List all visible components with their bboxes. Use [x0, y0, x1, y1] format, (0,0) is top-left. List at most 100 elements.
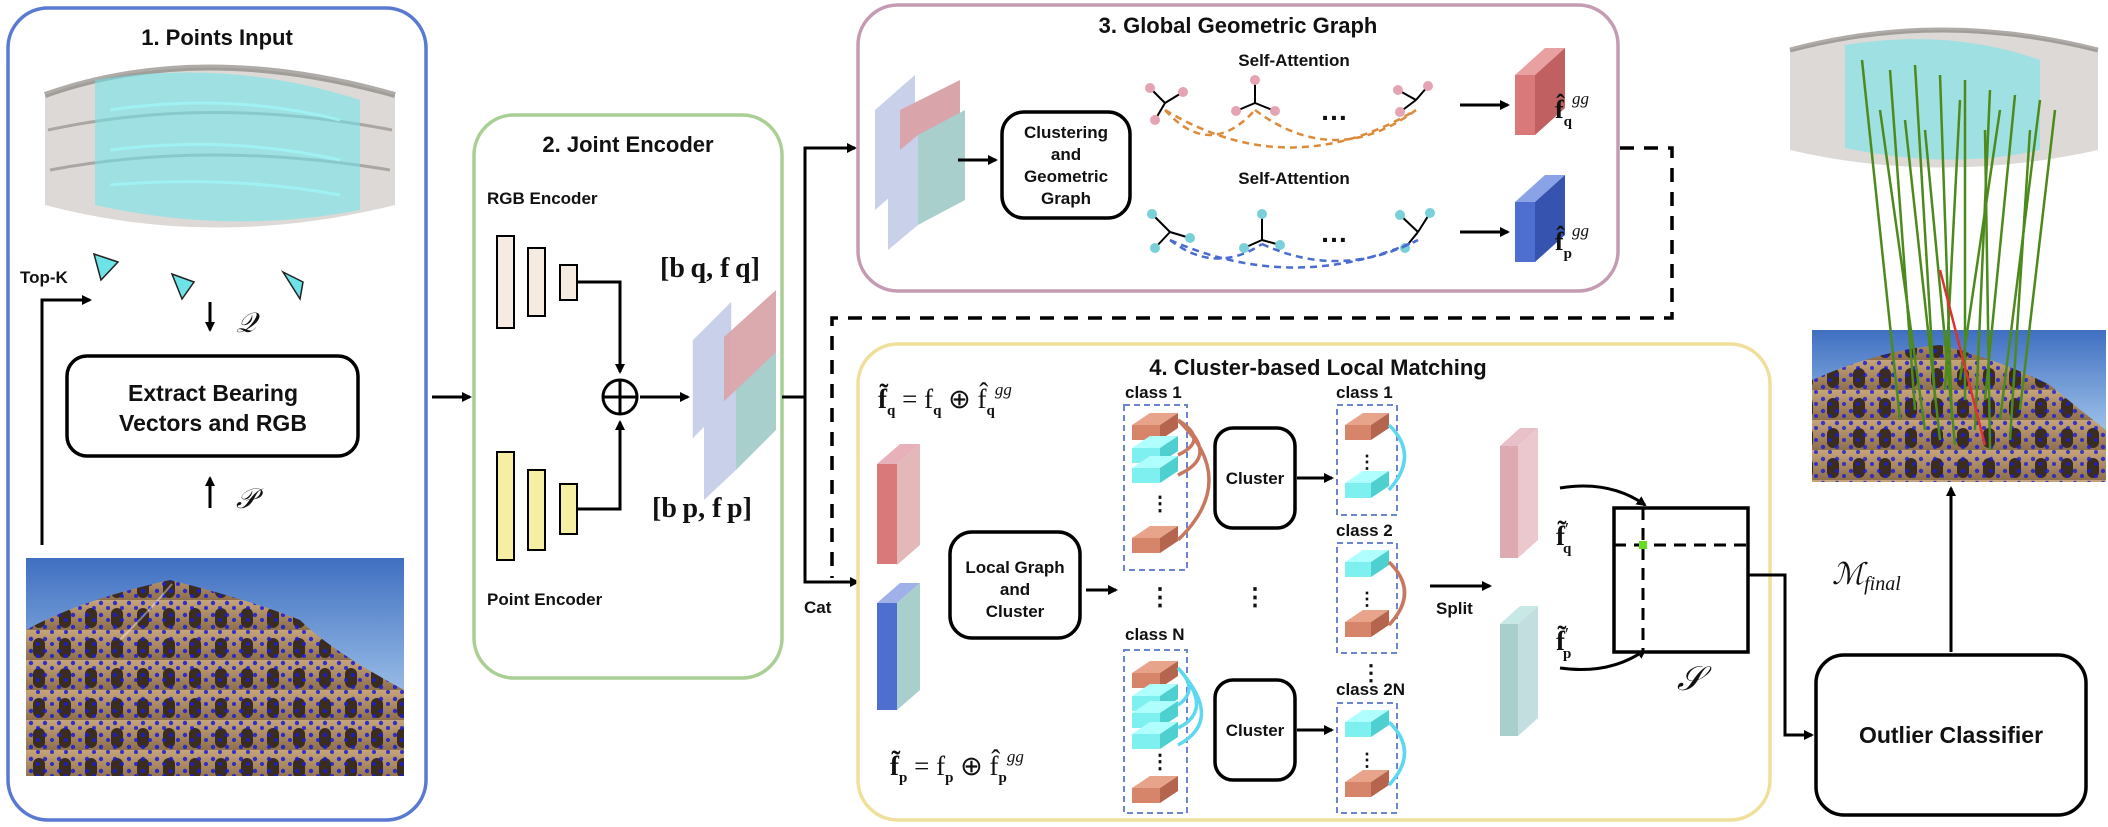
clustering-line-3: Geometric: [1024, 167, 1108, 186]
class-1-right-blocks: ⋮: [1345, 413, 1407, 498]
similarity-matrix: [1612, 506, 1750, 654]
outlier-classifier-box: [1814, 653, 2088, 817]
local-matching-title: 4. Cluster-based Local Matching: [1149, 355, 1486, 380]
fp-to-matrix-arrow: [1559, 648, 1647, 672]
pink-graph-nodes: [1149, 80, 1429, 121]
fq-gg-block: [1515, 48, 1565, 135]
to-global-arrow: [782, 143, 857, 399]
vertical-ellipsis-left: ⋮: [1148, 584, 1172, 611]
fq-gg-label: f̂qgg: [1555, 89, 1589, 130]
extract-bearing-box: [65, 354, 360, 458]
point-encoder-layer: [527, 469, 546, 551]
rgb-encoder-layer: [527, 247, 546, 317]
local-matching-panel: 4. Cluster-based Local Matching f̃q = fq…: [856, 342, 1772, 822]
ellipsis-2: …: [1320, 217, 1348, 248]
fp-prime-block: [1500, 606, 1538, 736]
fq-prime-block: [1500, 428, 1538, 558]
point-encoder-label: Point Encoder: [487, 590, 603, 609]
class-1-left-label: class 1: [1125, 383, 1182, 402]
cluster-top-label: Cluster: [1226, 469, 1285, 488]
point-to-fuse-arrow: [577, 420, 625, 511]
outlier-classifier-label: Outlier Classifier: [1859, 722, 2043, 748]
point-cloud-image: [43, 64, 396, 228]
local-graph-line-1: Local Graph: [965, 558, 1064, 577]
rgb-encoder-layer: [496, 235, 515, 329]
camera-triangle-icon: [170, 272, 196, 301]
s-symbol: 𝒮: [1677, 661, 1712, 698]
topk-arrow: [40, 295, 92, 545]
global-input-features: [875, 75, 965, 250]
vertical-ellipsis-right: ⋮: [1360, 660, 1382, 685]
global-graph-border: [856, 3, 1620, 293]
pink-attention-edges: [1164, 108, 1417, 149]
rgb-encoder-label: RGB Encoder: [487, 189, 598, 208]
cluster-bottom-label: Cluster: [1226, 721, 1285, 740]
global-graph-title: 3. Global Geometric Graph: [1099, 13, 1378, 38]
class-2-group: [1336, 542, 1398, 654]
local-graph-box: [948, 530, 1082, 640]
class-2n-blocks: ⋮: [1345, 710, 1407, 797]
clustering-box: [1000, 110, 1132, 220]
class-2-label: class 2: [1336, 521, 1393, 540]
fp-gg-label: f̂pgg: [1555, 221, 1589, 262]
local-graph-line-3: Cluster: [986, 602, 1045, 621]
vertical-ellipsis-mid: ⋮: [1243, 584, 1267, 611]
clustering-line-1: Clustering: [1024, 123, 1108, 142]
camera-triangle-icon: [92, 252, 120, 282]
local-q-features: [877, 444, 920, 565]
q-symbol: 𝒬: [236, 308, 260, 339]
rgb-to-fuse-arrow: [577, 280, 625, 374]
class-2n-group: [1336, 702, 1398, 814]
clustering-line-2: and: [1051, 145, 1081, 164]
m-final-label: ℳfinal: [1832, 558, 1901, 595]
class-1-right-group: [1336, 404, 1398, 516]
camera-triangle-icon: [280, 270, 304, 302]
match-cell-marker: [1639, 541, 1647, 549]
class-1-left-group: [1123, 404, 1188, 571]
global-graph-panel: 3. Global Geometric Graph Clustering and…: [856, 3, 1620, 293]
eq-q-label: f̃q = fq ⊕ f̂qgg: [878, 380, 1012, 419]
svg-text:⋮: ⋮: [1150, 751, 1170, 773]
svg-text:⋮: ⋮: [1358, 452, 1376, 472]
blue-graph-nodes: [1151, 212, 1431, 249]
class-n-label: class N: [1125, 625, 1185, 644]
joint-encoder-title: 2. Joint Encoder: [542, 132, 714, 157]
self-attention-label-2: Self-Attention: [1238, 169, 1349, 188]
class-2n-label: class 2N: [1336, 680, 1405, 699]
eq-p-label: f̃p = fp ⊕ f̂pgg: [890, 747, 1024, 786]
colosseum-photo: [26, 558, 404, 776]
cluster-box-bottom: [1213, 678, 1297, 782]
rgb-encoder-layer: [559, 264, 578, 301]
fp-gg-block: [1515, 175, 1565, 262]
global-to-local-dashed: [830, 146, 1674, 578]
local-matching-border: [856, 342, 1772, 822]
topk-label: Top-K: [20, 268, 69, 287]
cat-label: Cat: [804, 598, 832, 617]
self-attention-label-1: Self-Attention: [1238, 51, 1349, 70]
class-1-right-label: class 1: [1336, 383, 1393, 402]
class-1-left-blocks: ⋮: [1132, 413, 1211, 553]
class-2-blocks: ⋮: [1345, 550, 1407, 637]
to-local-arrow: [803, 397, 860, 587]
joint-feature-stack: [691, 290, 776, 500]
blue-attention-edges: [1169, 238, 1419, 269]
clustering-line-4: Graph: [1041, 189, 1091, 208]
svg-text:⋮: ⋮: [1358, 589, 1376, 609]
ellipsis-1: …: [1320, 95, 1348, 126]
point-encoder-layer: [559, 483, 578, 535]
points-input-title: 1. Points Input: [141, 25, 293, 50]
class-n-group: [1123, 649, 1188, 814]
points-input-panel: 1. Points Input Top-K 𝒬 Extract Bearing …: [6, 6, 428, 822]
local-p-features: [877, 583, 920, 710]
extract-line-1: Extract Bearing: [128, 380, 298, 406]
cluster-box-top: [1213, 426, 1297, 530]
extract-line-2: Vectors and RGB: [119, 410, 307, 436]
joint-encoder-panel: 2. Joint Encoder RGB Encoder Point Encod…: [472, 113, 784, 680]
point-encoder-layer: [496, 451, 515, 561]
bp-fp-label: [b p, f p]: [652, 493, 752, 524]
fp-prime-label: f̃′p: [1556, 624, 1571, 662]
svg-text:⋮: ⋮: [1150, 493, 1170, 515]
final-match-visualization: [1789, 27, 2106, 482]
points-input-border: [6, 6, 428, 822]
